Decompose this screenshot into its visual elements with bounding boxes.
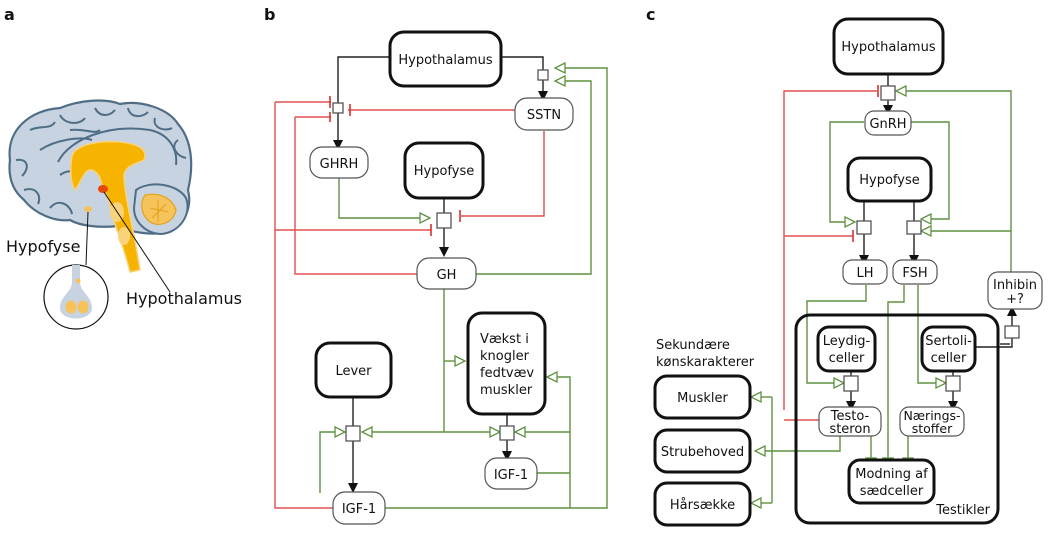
svg-text:Hypofyse: Hypofyse: [414, 164, 475, 179]
svg-text:LH: LH: [856, 266, 873, 281]
node-c-hypothalamus: Hypothalamus: [832, 17, 945, 76]
svg-text:Sertoli-: Sertoli-: [925, 334, 972, 349]
svg-text:Testo-: Testo-: [830, 409, 870, 424]
node-c-strubehoved: Strubehoved: [653, 428, 752, 474]
node-c-leydig: Leydig- celler: [816, 325, 877, 373]
node-b-igf1-liver: IGF-1: [332, 491, 386, 525]
node-b-hypothalamus: Hypothalamus: [388, 30, 503, 88]
brain-illustration: [8, 99, 193, 330]
svg-text:steron: steron: [829, 422, 870, 437]
junction-testosterone: [843, 375, 859, 392]
svg-text:IGF-1: IGF-1: [342, 502, 376, 517]
node-c-muskler: Muskler: [653, 374, 752, 420]
svg-text:Hypothalamus: Hypothalamus: [841, 40, 935, 55]
node-c-gnrh: GnRH: [864, 110, 912, 136]
panel-a: a: [4, 5, 242, 330]
svg-text:Leydig-: Leydig-: [823, 334, 871, 349]
junction-ghrh: [332, 102, 344, 114]
node-c-haarsaekke: Hårsække: [653, 481, 752, 527]
pituitary-marker: [84, 206, 92, 212]
label-secondary-2: kønskarakterer: [656, 355, 755, 370]
panel-c-label: c: [646, 5, 655, 24]
junction-local-igf: [499, 425, 515, 441]
node-c-modning: Modning af sædceller: [847, 458, 936, 505]
panel-c: c: [646, 5, 1043, 527]
svg-text:GnRH: GnRH: [869, 117, 906, 132]
svg-text:knogler: knogler: [480, 349, 530, 364]
svg-text:stoffer: stoffer: [912, 421, 953, 436]
svg-text:SSTN: SSTN: [527, 108, 561, 123]
label-secondary-1: Sekundære: [656, 338, 730, 353]
node-c-lh: LH: [842, 259, 888, 285]
svg-text:Lever: Lever: [335, 364, 372, 379]
node-c-naeringsstoffer: Nærings- stoffer: [899, 406, 965, 437]
svg-text:Nærings-: Nærings-: [903, 408, 960, 423]
svg-text:Hypofyse: Hypofyse: [859, 173, 920, 188]
node-b-lever: Lever: [314, 341, 393, 399]
node-c-fsh: FSH: [892, 259, 938, 285]
svg-text:Strubehoved: Strubehoved: [661, 445, 744, 460]
node-b-sstn: SSTN: [514, 97, 574, 131]
node-b-ghrh: GHRH: [309, 146, 369, 179]
svg-text:GHRH: GHRH: [320, 157, 359, 172]
node-b-igf1-local: IGF-1: [484, 457, 538, 490]
junction-lh: [856, 220, 872, 235]
svg-text:Hypothalamus: Hypothalamus: [398, 53, 492, 68]
junction-gh: [436, 212, 452, 229]
node-c-hypofyse: Hypofyse: [846, 156, 933, 203]
svg-text:Inhibin: Inhibin: [993, 278, 1037, 293]
junction-liver: [345, 425, 361, 442]
junction-fsh: [906, 220, 922, 235]
svg-text:Vækst i: Vækst i: [480, 332, 529, 347]
panel-a-label: a: [4, 5, 15, 24]
node-c-testosteron: Testo- steron: [818, 406, 882, 437]
svg-text:Hårsække: Hårsække: [670, 498, 735, 513]
node-b-gh: GH: [416, 257, 477, 290]
svg-text:IGF-1: IGF-1: [494, 468, 528, 483]
svg-text:celler: celler: [829, 351, 865, 366]
node-b-growth-target: Vækst i knogler fedtvæv muskler: [466, 311, 547, 416]
label-hypofyse: Hypofyse: [6, 237, 80, 256]
junction-gnrh: [880, 85, 896, 101]
svg-text:Muskler: Muskler: [677, 391, 728, 406]
node-c-sertoli: Sertoli- celler: [920, 325, 977, 373]
testikler-container: [794, 313, 1000, 525]
svg-text:celler: celler: [931, 351, 967, 366]
junction-sstn: [537, 69, 549, 81]
node-b-hypofyse: Hypofyse: [403, 141, 485, 200]
junction-inhibin: [1004, 325, 1020, 339]
label-hypothalamus: Hypothalamus: [126, 289, 242, 308]
svg-text:fedtvæv: fedtvæv: [480, 366, 534, 381]
svg-text:GH: GH: [437, 268, 457, 283]
junction-naering: [945, 375, 961, 392]
svg-text:+?: +?: [1006, 292, 1024, 307]
svg-text:muskler: muskler: [480, 383, 533, 398]
svg-text:FSH: FSH: [902, 266, 927, 281]
label-testikler: Testikler: [935, 503, 990, 518]
svg-text:Modning af: Modning af: [855, 467, 928, 482]
node-c-inhibin: Inhibin +?: [987, 271, 1043, 310]
panel-b-label: b: [264, 5, 275, 24]
svg-text:sædceller: sædceller: [860, 484, 924, 499]
hypothalamus-marker: [98, 185, 108, 193]
panel-b: b: [264, 5, 1010, 525]
